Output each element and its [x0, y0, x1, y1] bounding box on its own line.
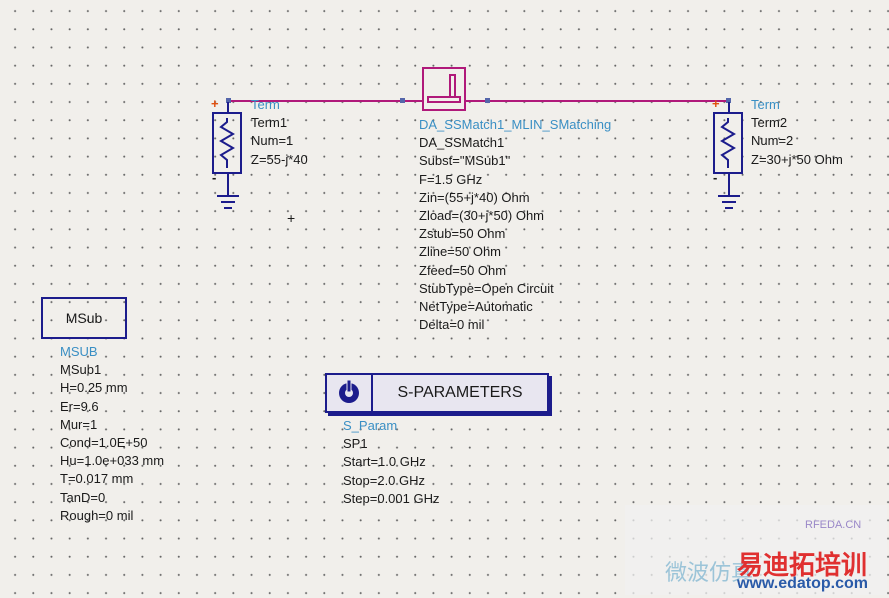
param: Rough=0 mil	[60, 507, 134, 523]
watermark: 微波仿真 RFEDA.CN 易迪拓培训 www.edatop.com	[625, 505, 887, 595]
term2-params: Term Term2 Num=2 Z=30+j*50 Ohm	[751, 96, 843, 169]
component-type: Term	[751, 97, 780, 112]
resistor-icon	[212, 112, 242, 174]
watermark-cn: 微波仿真	[665, 560, 754, 585]
param: Z=30+j*50 Ohm	[751, 151, 843, 167]
param: Hu=1.0e+033 mm	[60, 453, 165, 469]
param: Zstub=50 Ohm	[419, 226, 506, 242]
param: NetType=Automatic	[419, 298, 533, 314]
param: H=0.25 mm	[60, 380, 128, 396]
watermark-url: www.edatop.com	[737, 575, 868, 592]
wire-top	[228, 100, 728, 102]
pin	[226, 98, 231, 103]
param: Num=2	[751, 133, 794, 149]
component-type: DA_SSMatch1_MLIN_SMatching	[419, 117, 612, 132]
pin	[485, 98, 490, 103]
plus-icon: +	[211, 96, 219, 111]
param: SP1	[343, 436, 368, 452]
sparam-block[interactable]: S-PARAMETERS	[325, 373, 549, 413]
ground-icon	[217, 174, 239, 209]
component-name: Term2	[751, 115, 788, 131]
sparam-params: S_Param SP1 Start=1.0 GHz Stop=2.0 GHz S…	[343, 417, 439, 508]
sparam-label: S-PARAMETERS	[397, 384, 523, 401]
param: Stop=2.0 GHz	[343, 472, 426, 488]
param: Zline=50 Ohm	[419, 244, 502, 260]
stub-icon	[427, 74, 461, 103]
param: Step=0.001 GHz	[343, 490, 440, 506]
resistor-icon	[713, 112, 743, 174]
component-type: Term	[251, 97, 280, 112]
param: Zin=(55+j*40) Ohm	[419, 189, 530, 205]
gear-icon	[327, 375, 373, 411]
component-type: S_Param	[343, 418, 398, 433]
param: Cond=1.0E+50	[60, 434, 148, 450]
ground-icon	[718, 174, 740, 209]
param: Zfeed=50 Ohm	[419, 262, 507, 278]
plus-icon: +	[712, 96, 720, 111]
param: StubType=Open Circuit	[419, 280, 554, 296]
param: Num=1	[251, 133, 294, 149]
pin	[400, 98, 405, 103]
param: Delta=0 mil	[419, 317, 485, 333]
watermark-site: RFEDA.CN	[805, 519, 862, 531]
msub-params: MSUB MSub1 H=0.25 mm Er=9.6 Mur=1 Cond=1…	[60, 343, 164, 525]
param: Subst="MSub1"	[419, 153, 511, 169]
param: Zload=(30+j*50) Ohm	[419, 207, 545, 223]
param: Mur=1	[60, 416, 98, 432]
param: T=0.017 mm	[60, 471, 134, 487]
component-type: MSUB	[60, 344, 98, 359]
component-name: Term1	[251, 115, 288, 131]
crosshair-cursor: +	[287, 210, 296, 226]
watermark-brand: 易迪拓培训	[737, 550, 868, 580]
param: Er=9.6	[60, 398, 99, 414]
param: Z=55-j*40	[251, 151, 308, 167]
msub-block[interactable]: MSub	[41, 297, 127, 339]
param: MSub1	[60, 362, 102, 378]
pin	[726, 98, 731, 103]
param: Start=1.0 GHz	[343, 454, 426, 470]
term1-params: Term Term1 Num=1 Z=55-j*40	[251, 96, 308, 169]
param: F=1.5 GHz	[419, 171, 483, 187]
smatching-block[interactable]	[422, 67, 466, 111]
param: TanD=0	[60, 489, 106, 505]
param: DA_SSMatch1	[419, 135, 505, 151]
smatching-params: DA_SSMatch1_MLIN_SMatching DA_SSMatch1 S…	[419, 116, 611, 334]
